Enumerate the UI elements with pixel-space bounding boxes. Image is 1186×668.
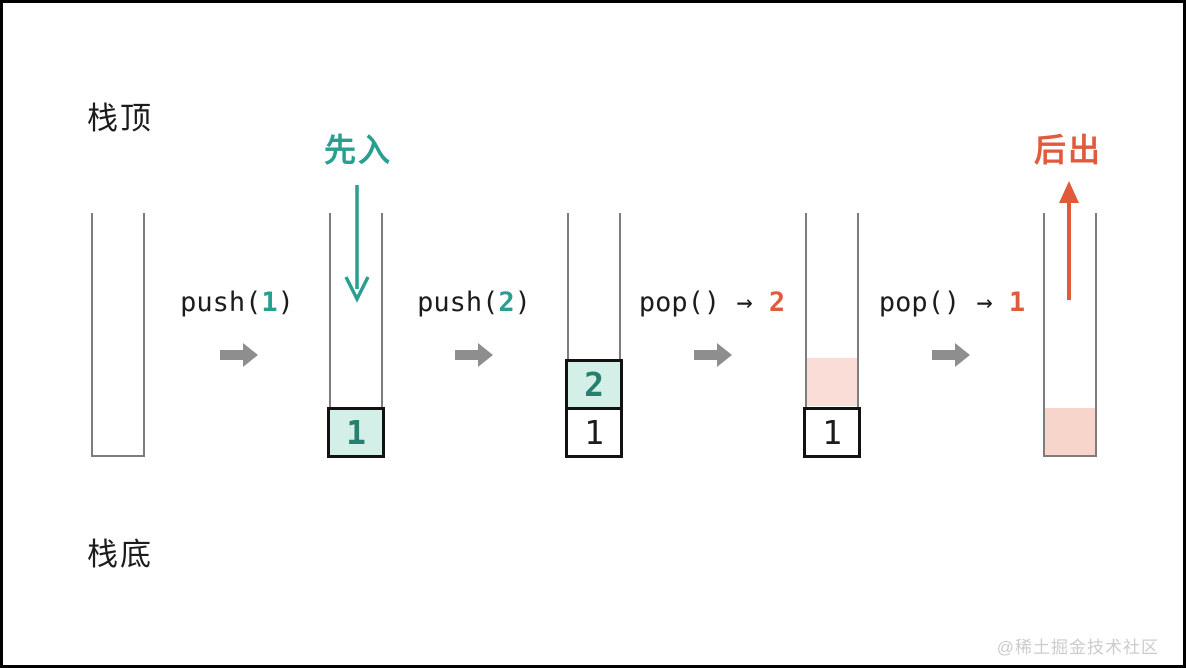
op-value: 2: [768, 287, 786, 318]
popped-ghost-block: [807, 358, 857, 406]
stack-cell: 2: [565, 359, 623, 410]
operation-pop-1: pop() → 1: [879, 287, 1025, 318]
popped-ghost-block: [1045, 408, 1095, 455]
step-arrow-icon: [694, 343, 732, 367]
stack-container-after-push-1: 1: [327, 213, 385, 458]
operation-pop-2: pop() → 2: [639, 287, 785, 318]
stack-top-label: 栈顶: [87, 101, 153, 136]
op-value: 1: [1008, 287, 1026, 318]
op-code: ): [277, 287, 294, 318]
first-in-label: 先入: [323, 132, 393, 168]
operation-push-1: push(1): [180, 287, 294, 318]
op-code: ): [514, 287, 531, 318]
op-code: push(: [417, 287, 499, 318]
stack-container-after-push-2: 1 2: [565, 213, 623, 458]
operation-push-2: push(2): [417, 287, 531, 318]
op-value: 2: [498, 287, 515, 318]
step-arrow-icon: [932, 343, 970, 367]
stack-cell: 1: [327, 407, 385, 458]
stack-cell: 1: [565, 407, 623, 458]
stack-container-after-pop-2: 1: [803, 213, 861, 458]
step-arrow-icon: [455, 343, 493, 367]
op-code: pop() →: [878, 287, 1009, 318]
last-out-label: 后出: [1033, 132, 1103, 168]
push-direction-down-arrow: [344, 185, 370, 303]
op-value: 1: [261, 287, 278, 318]
op-code: pop() →: [638, 287, 769, 318]
op-code: push(: [180, 287, 262, 318]
stack-container-initial: [91, 213, 145, 457]
stack-container-after-pop-1: [1043, 213, 1097, 457]
watermark: @稀土掘金技术社区: [996, 638, 1159, 657]
step-arrow-icon: [220, 343, 258, 367]
stack-bottom-label: 栈底: [87, 537, 153, 572]
stack-cell: 1: [803, 407, 861, 458]
pop-direction-up-arrow: [1059, 181, 1079, 300]
